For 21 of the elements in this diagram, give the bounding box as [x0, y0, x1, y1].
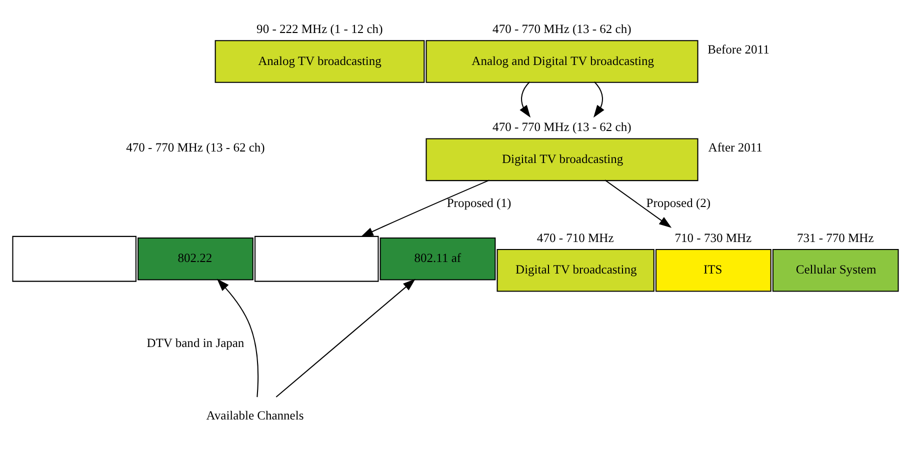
arrow [216, 278, 259, 398]
arrow [593, 82, 604, 118]
node-label: 470 - 710 MHz [536, 230, 614, 245]
node-text: Available Channels [206, 408, 304, 422]
label: DTV band in Japan [146, 336, 244, 350]
node-box [254, 236, 379, 282]
node-label: 470 - 770 MHz (13 - 62 ch) [492, 22, 632, 36]
arrow [276, 278, 416, 398]
label: After 2011 [708, 140, 762, 154]
node-box [12, 236, 136, 282]
arrow [604, 180, 672, 228]
node-label: 470 - 770 MHz (13 - 62 ch) [492, 120, 632, 134]
node-label: 731 - 770 MHz [796, 230, 874, 245]
label: 470 - 770 MHz (13 - 62 ch) [126, 140, 265, 154]
node-label: 710 - 730 MHz [674, 230, 752, 245]
arrow [520, 82, 531, 118]
edge-label: Proposed (1) [446, 196, 512, 210]
node-label: 90 - 222 MHz (1 - 12 ch) [256, 22, 383, 36]
edge-label: Proposed (2) [646, 196, 711, 210]
arrow [360, 180, 490, 237]
label: Before 2011 [708, 42, 770, 56]
